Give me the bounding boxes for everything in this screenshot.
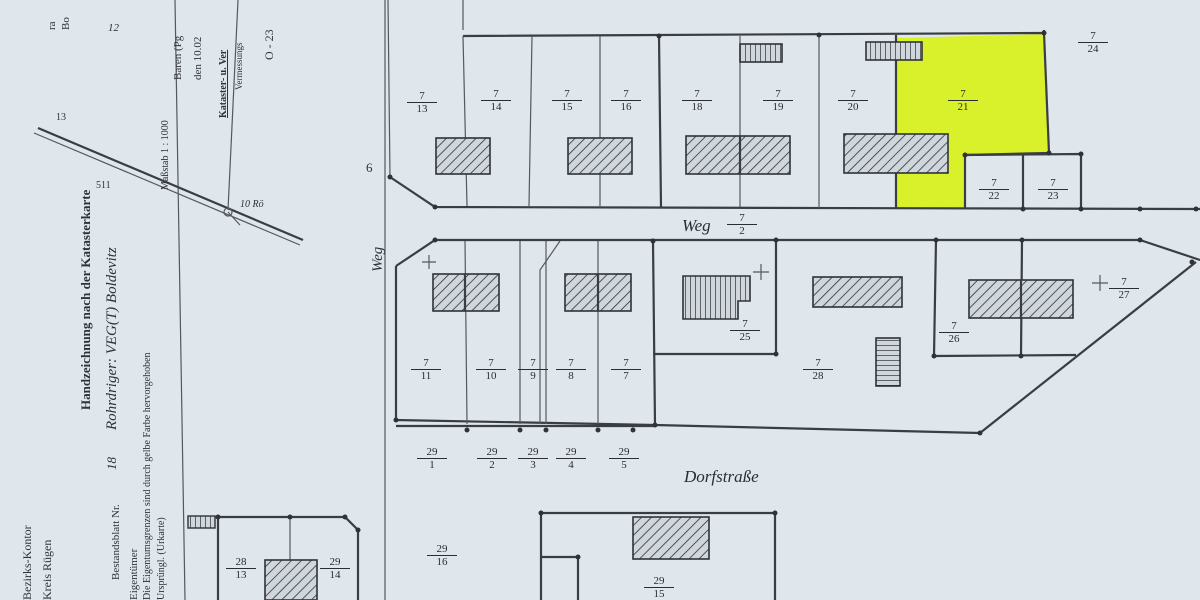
header-text-baren: Baren (Pg <box>172 35 184 80</box>
building <box>685 135 791 175</box>
point-number-13: 13 <box>56 112 66 123</box>
form-label-blatt: Bestandsblatt Nr. <box>110 504 122 580</box>
building <box>264 559 318 600</box>
street-label-dorfstrasse: Dorfstraße <box>684 467 759 486</box>
form-field-gemarkung: Rohrdriger: VEG(T) Boldevitz <box>104 247 120 430</box>
header-text-date: den 10.02 <box>192 36 204 80</box>
form-label-massstab: Maßstab 1 : 1000 <box>160 120 171 190</box>
form-value-blatt: 18 <box>104 457 119 470</box>
form-label-besitzer: Eigentümer <box>128 548 140 600</box>
point-number-511: 511 <box>96 180 111 191</box>
shed <box>187 515 216 529</box>
building <box>682 275 751 320</box>
header-text-ra: ra <box>46 21 58 30</box>
shed <box>739 43 783 63</box>
form-label-kreis: Kreis Rügen <box>40 539 54 600</box>
form-label-urkarte: Ursprüngl. (Urkarte) <box>156 517 167 600</box>
point-number-12: 12 <box>108 22 119 34</box>
header-text-o23: O - 23 <box>262 29 276 60</box>
middle-block-boundaries <box>394 238 1200 435</box>
header-text-bo: Bo <box>60 17 72 30</box>
bottom-block-boundaries <box>187 511 777 600</box>
building <box>843 133 949 174</box>
point-number-6: 6 <box>366 160 373 175</box>
building <box>632 516 710 560</box>
shed <box>865 41 923 61</box>
building <box>567 137 633 175</box>
header-text-vermessung: Vermessungs <box>234 42 244 91</box>
shed <box>875 337 901 387</box>
top-block-boundaries <box>387 0 1200 211</box>
form-title-handzeichnung: Handzeichnung nach der Katasterkarte <box>78 189 93 410</box>
building <box>812 276 903 308</box>
street-label-weg-side: Weg <box>370 246 386 272</box>
point-number-10ro: 10 Rö <box>240 199 264 210</box>
survey-line <box>33 0 304 246</box>
building <box>435 137 491 175</box>
header-text-kataster: Kataster- u. Ver <box>218 49 229 118</box>
form-note-farbe: Die Eigentumsgrenzen sind durch gelbe Fa… <box>142 352 153 600</box>
form-label-bezirk: Bezirks-Kontor <box>20 525 34 600</box>
street-label-weg: Weg <box>682 216 711 235</box>
